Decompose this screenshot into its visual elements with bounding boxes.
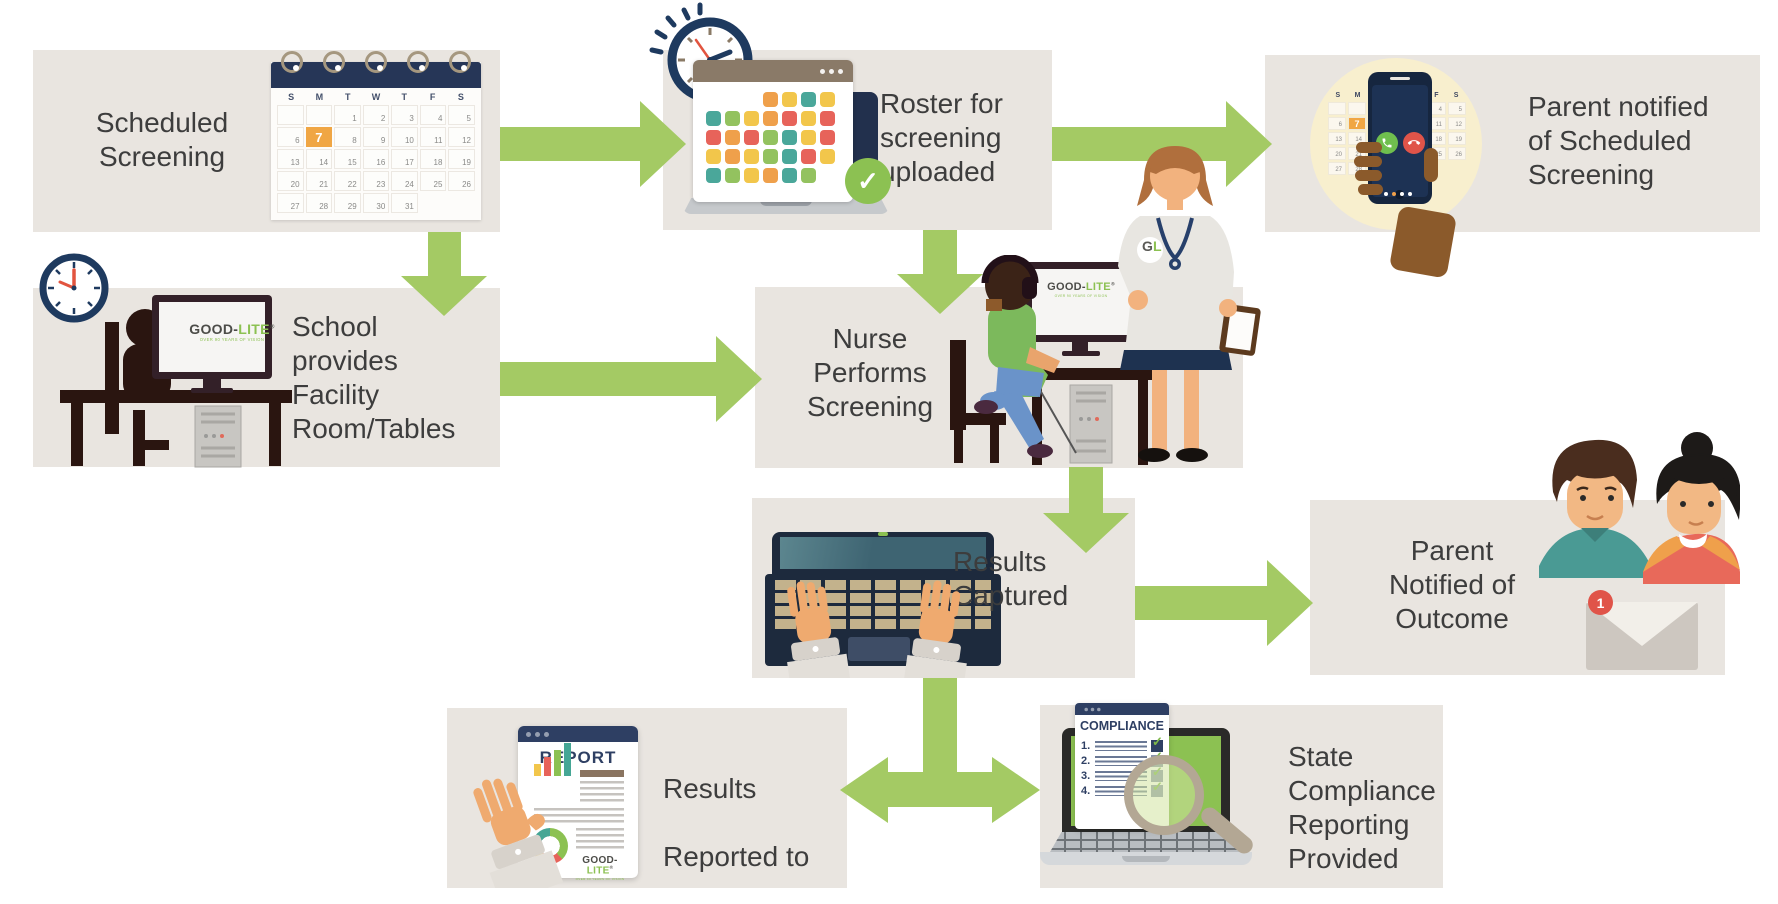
report-text-lines <box>580 781 624 803</box>
parents-illustration <box>1539 432 1740 584</box>
child-at-desk-illustration <box>950 255 1157 465</box>
goodlite-logo-report: GOOD-LITE®OVER 90 YEARS OF VISION <box>575 855 625 882</box>
gl-badge-icon: G L <box>1142 238 1162 254</box>
report-heading-line <box>580 770 624 777</box>
arrowhead-right-icon <box>1267 560 1313 646</box>
calendar-binder-rings-icon <box>271 51 481 73</box>
arrow-school-to-nurse <box>500 362 716 396</box>
report-bar-chart <box>534 764 541 776</box>
arrow-split-horizontal-bar <box>888 772 992 807</box>
clock-icon <box>39 253 109 323</box>
label-results-captured: Results Captured <box>953 546 1069 612</box>
svg-text:L: L <box>1153 238 1162 254</box>
arrowhead-down-icon <box>1043 513 1129 553</box>
arrow-results-to-parent-outcome <box>1135 586 1267 620</box>
arrowhead-right-icon <box>992 757 1040 823</box>
hand-wrist <box>1388 205 1458 279</box>
phone-dots <box>1384 192 1412 196</box>
svg-text:G: G <box>1142 238 1153 254</box>
hand-finger <box>1356 142 1382 153</box>
laptop-lid-screen <box>780 537 986 569</box>
label-roster-uploaded: Roster for screening uploaded <box>880 88 1003 188</box>
pointing-hand-illustration <box>473 778 563 888</box>
arrowhead-down-icon <box>897 274 983 314</box>
arrowhead-right-icon <box>640 101 686 187</box>
window-dots-icon <box>526 732 549 737</box>
report-text-lines <box>576 828 624 850</box>
label-school-facility: School provides Facility Room/Tables <box>292 311 456 445</box>
arrow-results-down-split <box>923 678 957 774</box>
call-decline-icon <box>1403 132 1425 154</box>
roster-grid-illustration <box>706 92 835 183</box>
label-line: Results <box>663 773 757 805</box>
arrow-scheduled-to-roster <box>500 127 640 161</box>
phone-speaker <box>1390 77 1410 80</box>
arrow-nurse-to-results <box>1069 467 1103 513</box>
window-dots-icon <box>1084 707 1101 712</box>
label-results-reported: Results Reported to school (nurse) <box>663 738 908 904</box>
label-nurse-screening: Nurse Performs Screening <box>806 323 934 423</box>
nurse-illustration <box>1118 146 1261 462</box>
label-parent-notified-outcome: Parent Notified of Outcome <box>1388 535 1516 635</box>
window-title-bar <box>693 60 853 82</box>
report-text-lines <box>534 808 624 824</box>
goodlite-logo-monitor: GOOD-LITE®OVER 90 YEARS OF VISION <box>1047 281 1115 298</box>
document-header-bar <box>1075 703 1169 715</box>
notification-badge: 1 <box>1588 590 1613 615</box>
typing-hands-illustration <box>787 580 967 678</box>
arrow-scheduled-to-school <box>428 232 461 276</box>
laptop-notch <box>760 200 812 206</box>
compliance-laptop-keyboard <box>1050 832 1242 852</box>
arrowhead-down-icon <box>401 276 487 316</box>
window-dots-icon <box>820 69 843 74</box>
magnifier-icon <box>1124 755 1204 835</box>
compliance-laptop-notch <box>1122 856 1170 862</box>
hand-finger <box>1354 156 1382 167</box>
arrowhead-right-icon <box>716 336 762 422</box>
phone-home-button <box>1395 190 1404 199</box>
arrow-roster-to-nurse <box>923 230 957 274</box>
person-at-desk-silhouette <box>60 295 292 468</box>
hand-finger <box>1355 170 1382 181</box>
label-parent-notified-screening: Parent notified of Scheduled Screening <box>1528 91 1709 191</box>
label-line: Reported to <box>663 841 810 873</box>
laptop-camera-dot <box>878 532 888 536</box>
arrowhead-left-icon <box>840 757 888 823</box>
check-circle-icon: ✓ <box>845 158 891 204</box>
arrowhead-right-icon <box>1226 101 1272 187</box>
hand-finger <box>1358 184 1383 195</box>
hand-thumb <box>1424 148 1438 182</box>
goodlite-logo-monitor: GOOD-LITE®OVER 90 YEARS OF VISION <box>189 321 275 342</box>
label-scheduled-screening: Scheduled Screening <box>95 107 229 173</box>
laptop-base <box>683 198 889 214</box>
compliance-title: COMPLIANCE <box>1079 719 1165 733</box>
label-state-compliance: State Compliance Reporting Provided <box>1288 741 1436 875</box>
document-header-bar <box>518 726 638 742</box>
laptop-trackpad <box>848 637 910 661</box>
